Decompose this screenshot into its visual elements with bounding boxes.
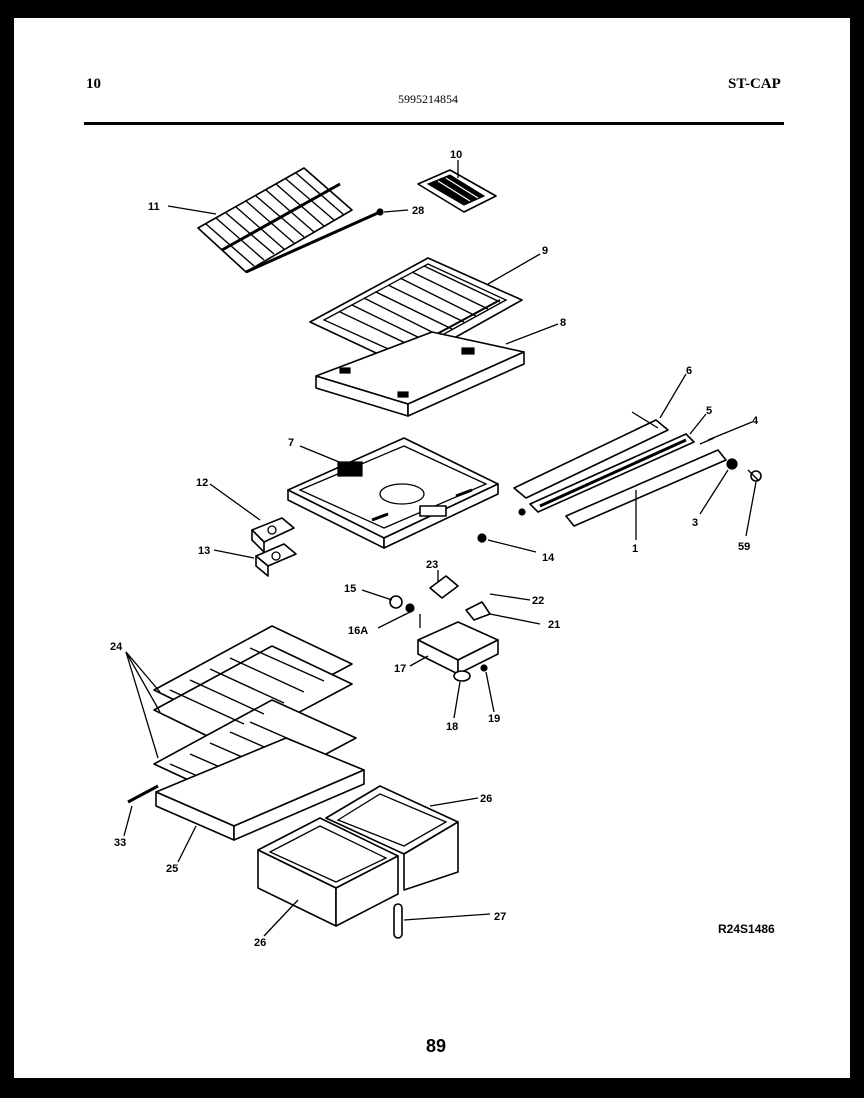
part-3-nut [726,458,738,470]
part-7-cover-panel [287,437,499,549]
part-21-thermostat [465,601,491,621]
callout-5: 5 [706,405,712,417]
part-10-grille [417,169,497,213]
callout-19: 19 [488,713,500,725]
part-15-bulb [389,595,403,609]
callout-4: 4 [752,415,759,427]
callout-15: 15 [344,583,356,595]
callout-26-front: 26 [254,937,266,949]
callout-8: 8 [560,317,566,329]
part-25-crisper-cover [155,737,365,841]
callout-7: 7 [288,437,294,449]
header-code: ST-CAP [728,76,781,92]
part-18-washer [453,670,471,682]
part-8-tray [315,331,525,417]
part-16a-socket [405,603,421,628]
header-rule [84,122,784,125]
part-17-control-housing [417,621,499,675]
callout-21: 21 [548,619,560,631]
callout-13: 13 [198,545,210,557]
callout-10: 10 [450,149,462,161]
exploded-parts-diagram: 11 28 10 9 8 7 6 5 4 1 3 59 12 13 14 23 … [110,149,762,949]
callout-17: 17 [394,663,406,675]
part-59-screw [747,469,762,482]
callout-26-rear: 26 [480,793,492,805]
callout-59: 59 [738,541,750,553]
callout-28: 28 [412,205,424,217]
header-model-number: 5995214854 [398,92,458,106]
part-33-trim-strip [127,784,159,804]
part-14-nut [477,533,487,543]
part-5-track [518,433,695,516]
callout-27: 27 [494,911,506,923]
header-section-number: 10 [86,76,101,92]
callout-22: 22 [532,595,544,607]
callout-25: 25 [166,863,178,875]
callout-33: 33 [114,837,126,849]
callout-16a: 16A [348,625,368,637]
part-11-wire-shelf [197,167,381,274]
callout-9: 9 [542,245,548,257]
part-13-bracket [255,543,297,577]
part-26-crisper-drawer-front [257,817,399,927]
part-19-screw [480,664,488,672]
callout-6: 6 [686,365,692,377]
part-6-rail [513,411,669,499]
callout-11: 11 [148,201,160,213]
callout-12: 12 [196,477,208,489]
callout-24: 24 [110,641,123,653]
part-28-nut [376,208,384,216]
part-12-bracket [251,517,295,553]
callout-18: 18 [446,721,458,733]
callout-1: 1 [632,543,638,555]
parts-sheet: 10 5995214854 ST-CAP [14,18,850,1078]
callout-14: 14 [542,552,555,564]
part-23-knob [429,575,459,599]
page-number: 89 [426,1036,447,1056]
part-27-rod [393,903,403,939]
callout-3: 3 [692,517,698,529]
leader-lines [123,160,757,937]
part-26-crisper-drawer-rear [325,785,459,891]
diagram-reference-code: R24S1486 [718,922,775,936]
callout-23: 23 [426,559,438,571]
